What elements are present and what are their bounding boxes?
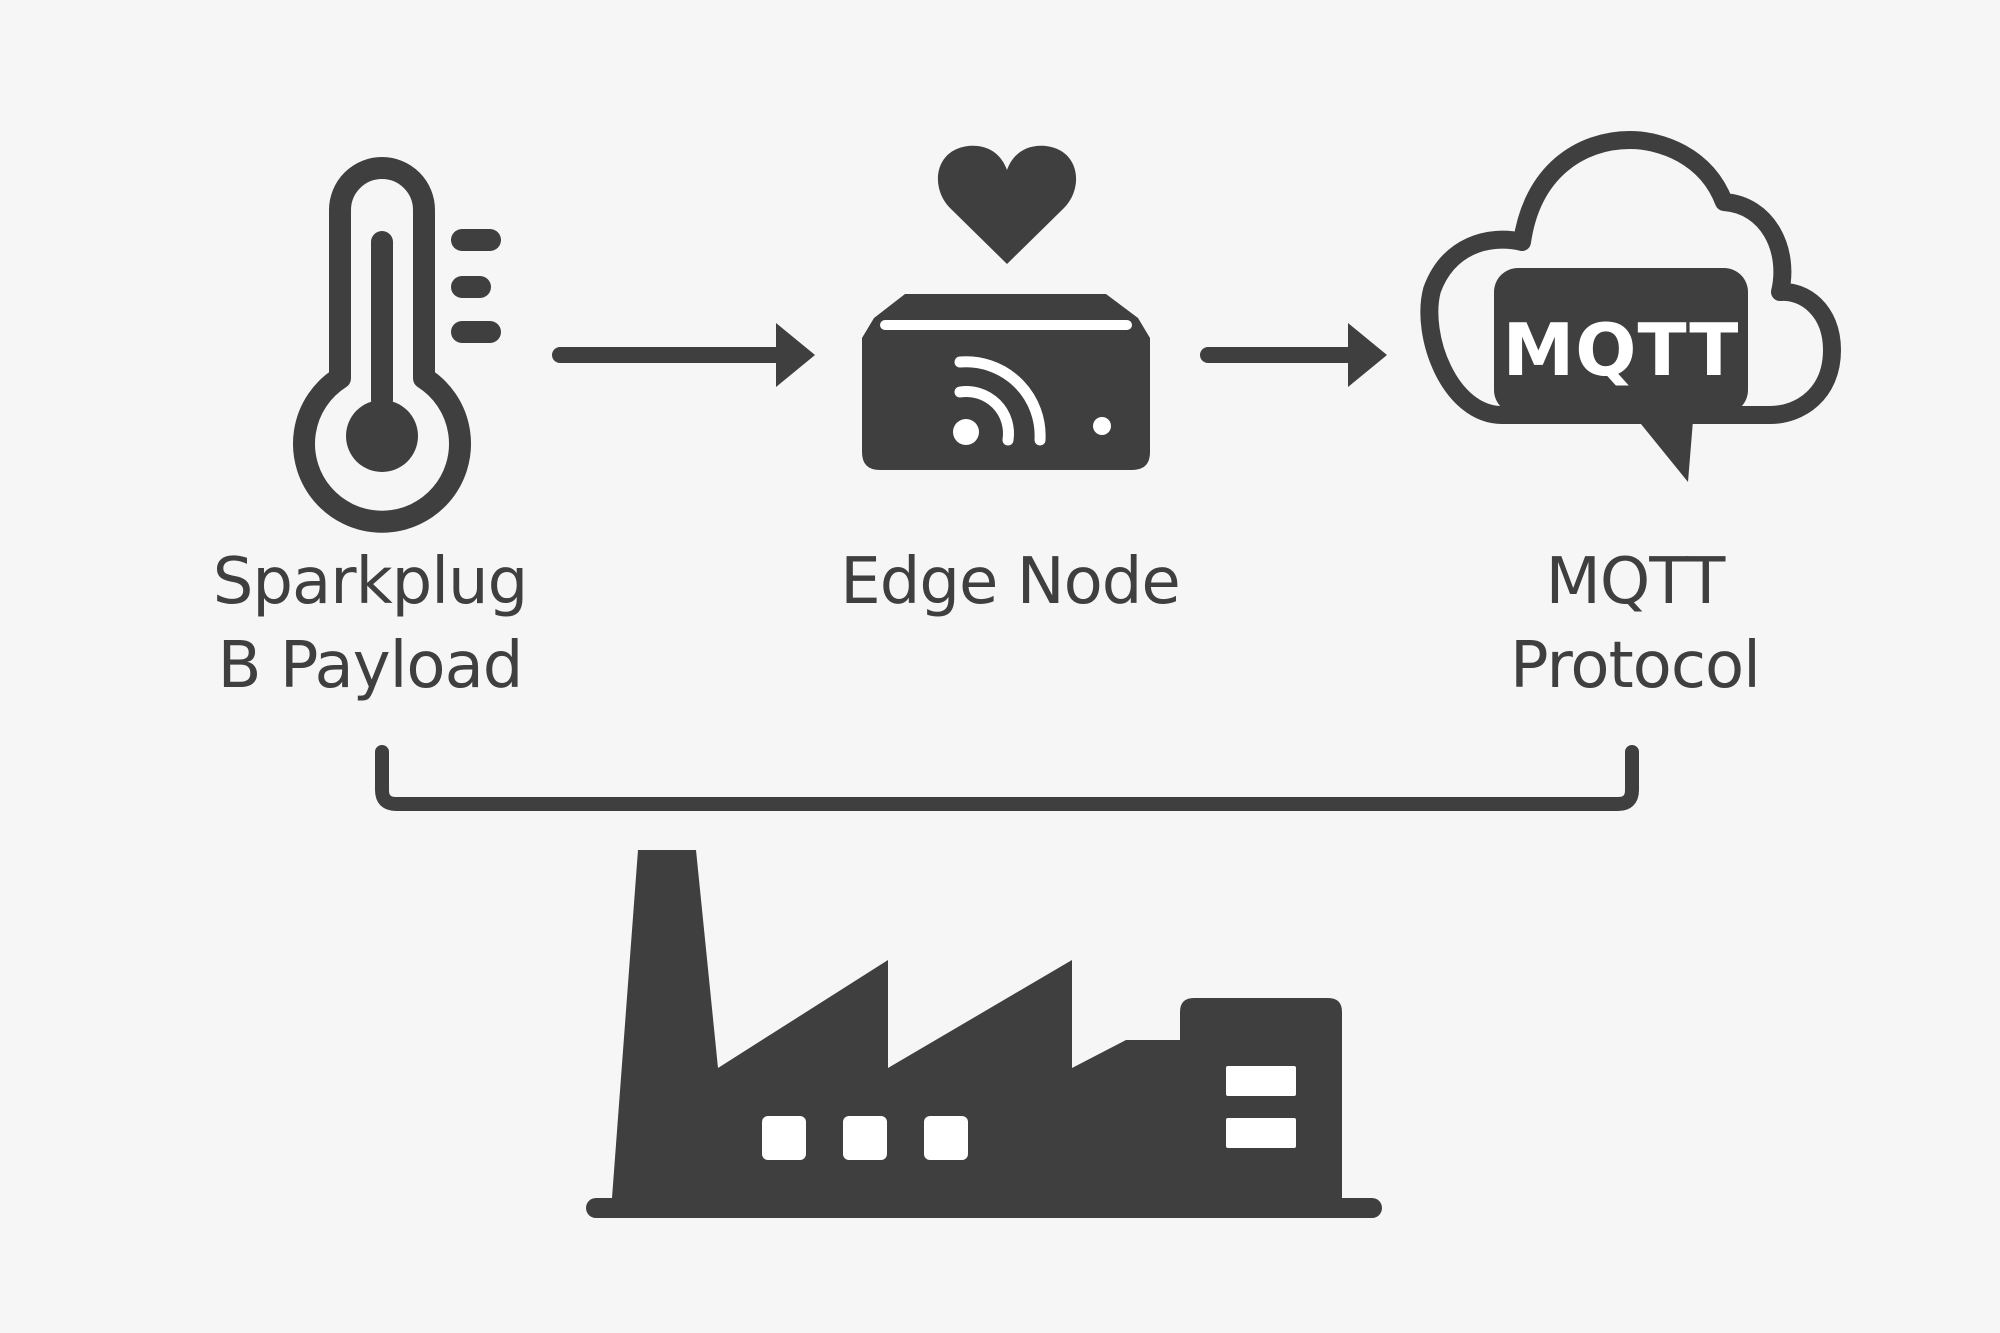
- arrow-sparkplug-to-edge: [552, 323, 815, 387]
- wifi-icon: [953, 356, 1046, 446]
- factory-icon: [586, 850, 1382, 1218]
- cloud-icon: [1420, 131, 1841, 424]
- grouping-bracket: [375, 745, 1639, 811]
- mqtt-badge-text: MQTT: [1503, 308, 1740, 392]
- edge-gateway-icon: [862, 294, 1150, 470]
- sparkplug-label-line2: B Payload: [217, 629, 524, 703]
- mqtt-protocol-label: MQTT Protocol: [1435, 540, 1835, 708]
- mqtt-label-line1: MQTT: [1545, 545, 1726, 619]
- thermometer-bulb: [346, 400, 418, 472]
- heart-icon: [937, 145, 1077, 264]
- thermometer-icon: [293, 157, 501, 533]
- sparkplug-b-payload-label: Sparkplug B Payload: [170, 540, 570, 708]
- edge-node-label: Edge Node: [800, 540, 1220, 624]
- mqtt-badge: MQTT: [1494, 268, 1748, 482]
- edge-node-label-line1: Edge Node: [840, 545, 1180, 619]
- mqtt-label-line2: Protocol: [1510, 629, 1761, 703]
- sparkplug-label-line1: Sparkplug: [212, 545, 528, 619]
- arrow-edge-to-mqtt: [1200, 323, 1387, 387]
